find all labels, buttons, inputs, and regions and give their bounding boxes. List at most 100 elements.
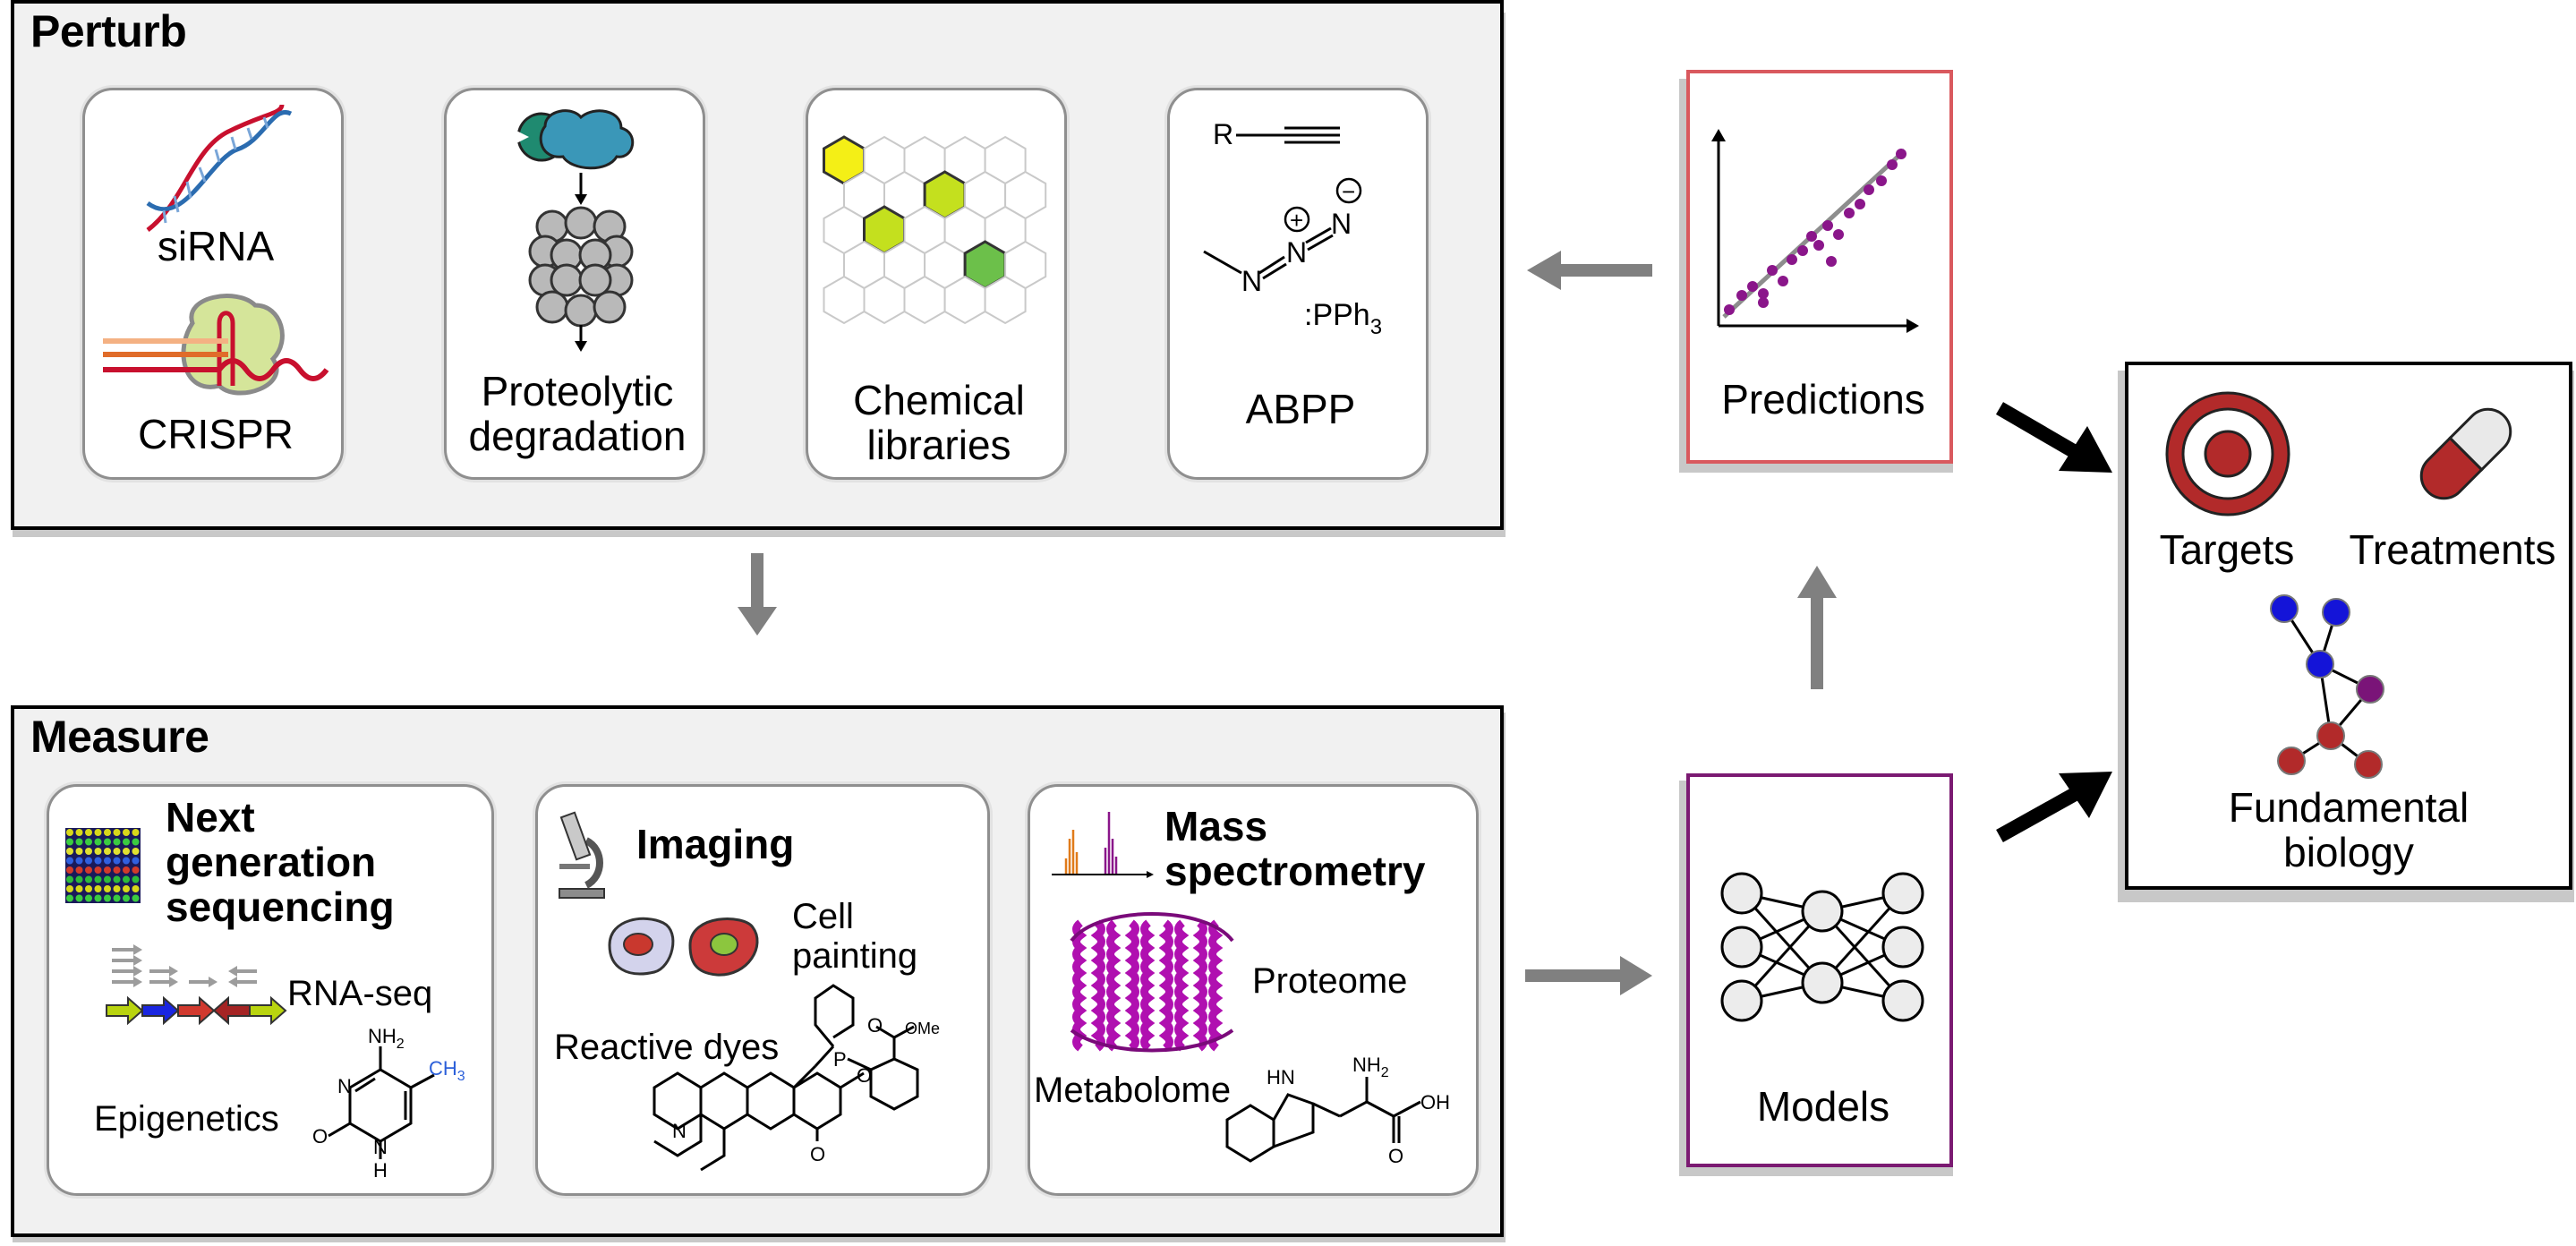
seq-spot (123, 875, 130, 883)
chem-ch3: CH (429, 1057, 457, 1080)
seq-spot (94, 857, 102, 865)
down-arrow-icon-2 (575, 325, 587, 352)
scatter-point (1724, 304, 1735, 315)
seq-spot (85, 866, 92, 874)
seq-spot (94, 894, 102, 902)
chem-nh2-sub: 2 (397, 1037, 405, 1052)
crispr-icon (103, 294, 329, 396)
scatter-point (1876, 175, 1887, 186)
seq-spot (85, 838, 92, 846)
fundamental-label-1: Fundamental (2228, 784, 2469, 831)
abpp-minus: − (1342, 178, 1355, 205)
network-icon (2270, 594, 2384, 779)
abpp-pph3-sub: 3 (1370, 315, 1382, 339)
seq-spot (94, 875, 102, 883)
dye-o-3: O (867, 1014, 883, 1037)
seq-spot (85, 857, 92, 865)
protein-icon (1070, 912, 1234, 1053)
proteolytic-label-1: Proteolytic (481, 368, 674, 414)
abpp-plus: + (1290, 207, 1303, 234)
card-mass-spec: Mass spectrometry Proteome Metabolome HN… (1028, 784, 1479, 1196)
seq-spot (66, 829, 73, 836)
arrow-predictions-to-perturb (1527, 251, 1652, 290)
scatter-point (1855, 199, 1865, 209)
card-proteolytic: Proteolytic degradation (444, 88, 705, 480)
seq-spot (94, 848, 102, 855)
seq-grid-bg (65, 828, 141, 903)
chem-nh2: NH (368, 1025, 397, 1047)
protein-helix (1090, 919, 1105, 1052)
ngs-label-2: generation (166, 839, 377, 885)
net-node (2354, 750, 2383, 779)
ngs-label-3: sequencing (166, 883, 395, 930)
cell-painting-icon (608, 917, 759, 977)
seq-spot (123, 857, 130, 865)
proteome-label: Proteome (1252, 961, 1408, 1001)
svg-text::PPh3: :PPh3 (1304, 298, 1382, 339)
chem-o-1: O (312, 1125, 328, 1148)
nn-node (1881, 926, 1924, 969)
outcomes-box: Targets Treatments Fundamental biology (2125, 362, 2572, 890)
chemical-label-2: libraries (866, 422, 1011, 468)
seq-spot (104, 829, 111, 836)
seq-spot (94, 885, 102, 892)
scatter-point (1826, 256, 1837, 267)
net-node (2322, 598, 2350, 627)
seq-spot (85, 829, 92, 836)
seq-spot (104, 857, 111, 865)
seq-spot (113, 894, 121, 902)
nn-node (1720, 872, 1763, 915)
seq-spot (132, 848, 140, 855)
svg-text:NH2: NH2 (1352, 1054, 1389, 1080)
reactive-dye-structure: N P O O O OMe (653, 984, 940, 1172)
seq-spot (94, 838, 102, 846)
seq-spot (85, 885, 92, 892)
seq-spot (66, 857, 73, 865)
scatter-point (1758, 297, 1769, 308)
protein-helix (1208, 919, 1224, 1052)
abpp-label: ABPP (1245, 386, 1356, 432)
seq-spot (104, 894, 111, 902)
scatter-point (1736, 290, 1747, 301)
svg-text:CH3: CH3 (429, 1057, 465, 1084)
seq-spot (132, 866, 140, 874)
seq-spot (123, 838, 130, 846)
models-box: Models (1686, 773, 1953, 1167)
protein-helix (1106, 919, 1122, 1052)
seq-spot (66, 885, 73, 892)
seq-spot (132, 875, 140, 883)
predictions-box: Predictions (1686, 70, 1953, 464)
seq-spot (66, 848, 73, 855)
seq-spot (113, 885, 121, 892)
abpp-n1: N (1241, 265, 1262, 297)
fundamental-label-2: biology (2283, 829, 2414, 875)
protein-loop (1070, 912, 1234, 1053)
scatter-x-arrow (1906, 319, 1919, 333)
e3-ligase-icon (511, 109, 635, 170)
seq-spot (75, 838, 83, 846)
seq-spot (75, 857, 83, 865)
targets-label: Targets (2159, 526, 2295, 573)
seq-spot (123, 894, 130, 902)
net-node (2356, 675, 2384, 704)
abpp-n3: N (1331, 208, 1352, 240)
seq-spot (104, 875, 111, 883)
arrow-predictions-to-outcomes (1995, 402, 2112, 473)
net-node (2316, 721, 2345, 750)
hex-library-icon (823, 135, 1047, 325)
seq-spot (123, 848, 130, 855)
perturb-title: Perturb (30, 6, 187, 56)
cell-painting-label-1: Cell (792, 897, 854, 936)
protein-helix (1124, 919, 1139, 1052)
nn-node (1720, 979, 1763, 1022)
measure-title: Measure (30, 712, 209, 762)
scatter-point (1758, 288, 1769, 299)
mass-spec-label-2: spectrometry (1164, 848, 1426, 894)
scatter-point (1747, 281, 1758, 292)
target-icon (2165, 391, 2290, 516)
seq-spot (132, 838, 140, 846)
card-imaging: Imaging Cell painting Reactive dyes (535, 784, 990, 1196)
scatter-point (1833, 229, 1844, 240)
seq-spot (104, 885, 111, 892)
nn-node (1801, 890, 1844, 933)
